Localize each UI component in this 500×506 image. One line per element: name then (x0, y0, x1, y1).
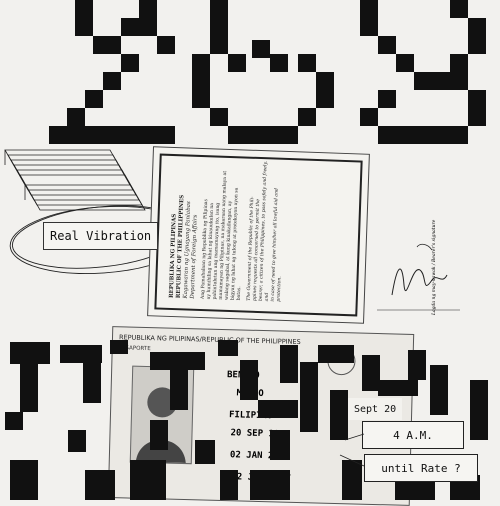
time-label-text: 4 A.M. (393, 428, 433, 442)
until-rate-text: until Rate ? (381, 461, 461, 475)
passport-photo (129, 365, 195, 465)
portrait-icon (135, 387, 186, 464)
date-label: Sept 20 (348, 398, 403, 420)
signature-area: Lagda ng may-hawak / Bearer's signature (372, 220, 462, 320)
handwritten-signature-icon (377, 243, 460, 311)
until-rate-label: until Rate ? (364, 454, 478, 482)
real-vibration-label: Real Vibration (43, 222, 159, 250)
passport-photo-page: REPUBLIKA NG PILIPINAS/REPUBLIC OF THE P… (107, 326, 415, 506)
date-label-text: Sept 20 (354, 403, 397, 415)
real-vibration-text: Real Vibration (50, 229, 152, 243)
time-label: 4 A.M. (362, 421, 464, 449)
